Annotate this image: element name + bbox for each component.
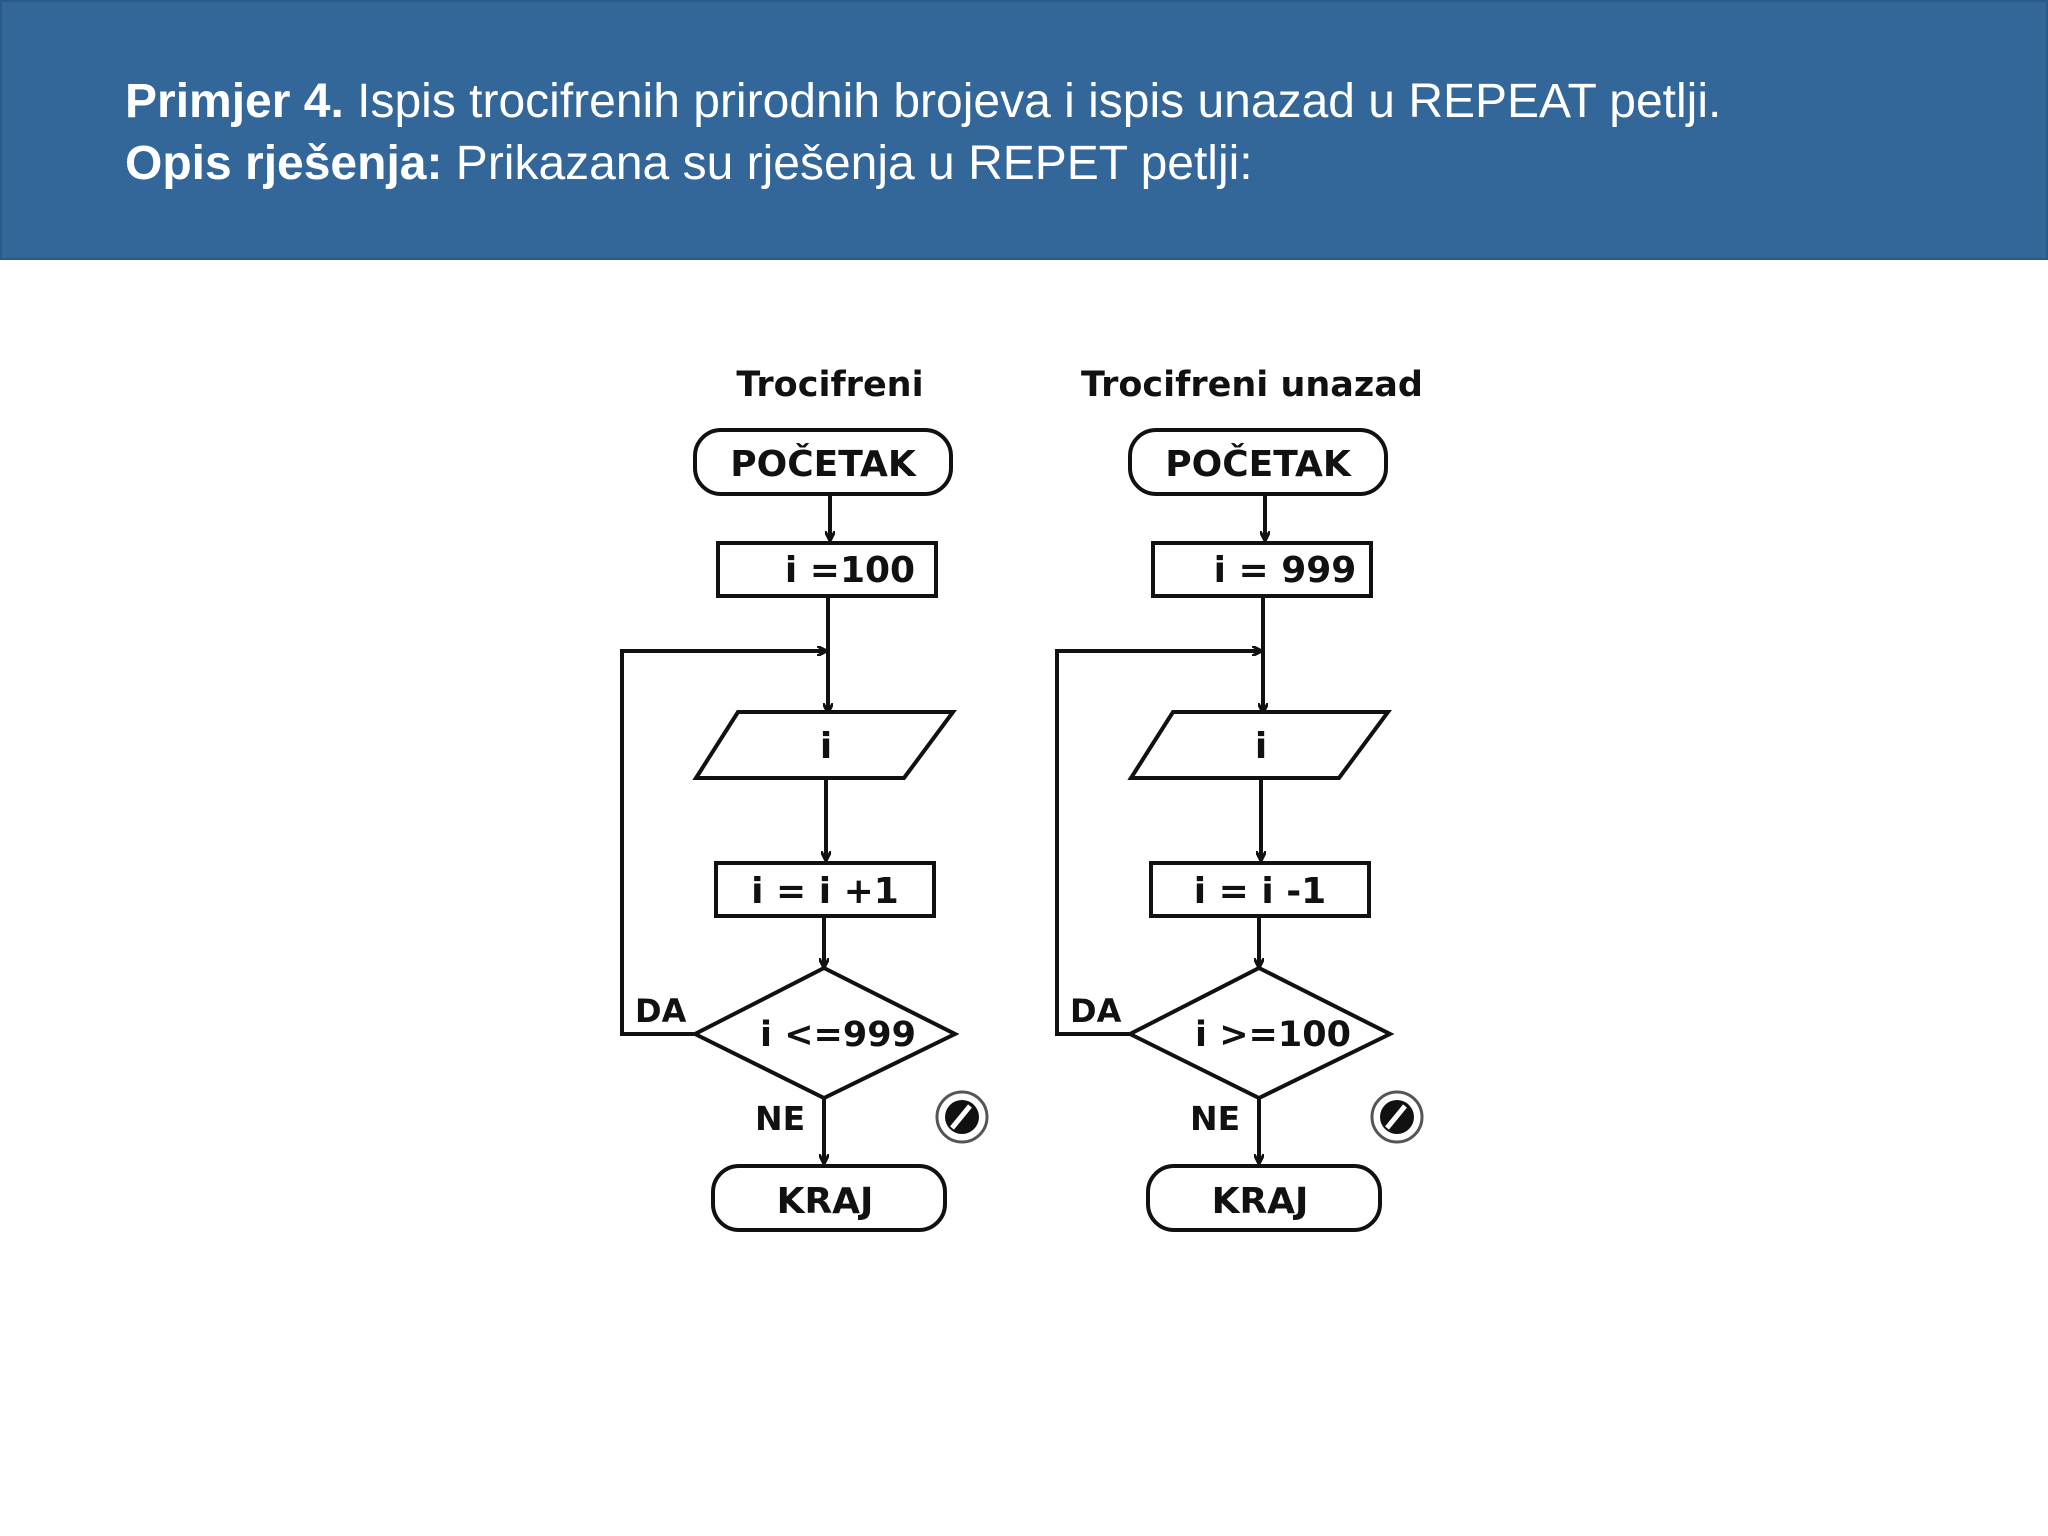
end-label: KRAJ	[1212, 1181, 1309, 1222]
end-label: KRAJ	[777, 1181, 874, 1222]
condition-label: i <=999	[760, 1015, 916, 1055]
yes-label: DA	[635, 992, 687, 1030]
condition-label: i >=100	[1195, 1015, 1351, 1055]
start-terminal	[693, 428, 953, 496]
flowchart-trocifreni: Trocifreni POČETAK i =100 i i = i +1 i <…	[620, 365, 989, 1232]
init-label: i =100	[785, 550, 915, 591]
update-process	[1149, 861, 1371, 918]
header-line-2: Opis rješenja: Prikazana su rješenja u R…	[125, 134, 1253, 194]
example-description: Ispis trocifrenih prirodnih brojeva i is…	[343, 75, 1722, 128]
start-label: POČETAK	[1165, 443, 1352, 485]
flowchart-title: Trocifreni unazad	[1081, 365, 1423, 405]
start-label: POČETAK	[730, 443, 917, 485]
solution-description: Prikazana su rješenja u REPET petlji:	[442, 137, 1253, 190]
header-line-1: Primjer 4. Ispis trocifrenih prirodnih b…	[125, 72, 1721, 132]
output-parallelogram	[692, 710, 957, 780]
header-banner: Primjer 4. Ispis trocifrenih prirodnih b…	[0, 0, 2048, 260]
watermark-logo-icon	[1370, 1090, 1424, 1144]
init-process	[1151, 541, 1373, 598]
yes-label: DA	[1070, 992, 1122, 1030]
example-label: Primjer 4.	[125, 75, 344, 128]
solution-label: Opis rješenja:	[125, 137, 443, 190]
end-terminal	[711, 1164, 947, 1232]
loop-back-arrow	[620, 651, 826, 1036]
loop-back-arrow	[1055, 651, 1261, 1036]
init-label: i = 999	[1214, 550, 1357, 591]
start-terminal	[1128, 428, 1388, 496]
end-terminal	[1146, 1164, 1382, 1232]
flowchart-title: Trocifreni	[736, 365, 923, 405]
output-label: i	[820, 726, 832, 767]
no-label: NE	[755, 1099, 805, 1138]
update-label: i = i -1	[1194, 871, 1326, 912]
no-label: NE	[1190, 1099, 1240, 1138]
watermark-logo-icon	[935, 1090, 989, 1144]
output-label: i	[1255, 726, 1267, 767]
update-label: i = i +1	[751, 871, 899, 912]
output-parallelogram	[1127, 710, 1392, 780]
flowchart-trocifreni-unazad: Trocifreni unazad POČETAK i = 999 i i = …	[1055, 365, 1424, 1232]
